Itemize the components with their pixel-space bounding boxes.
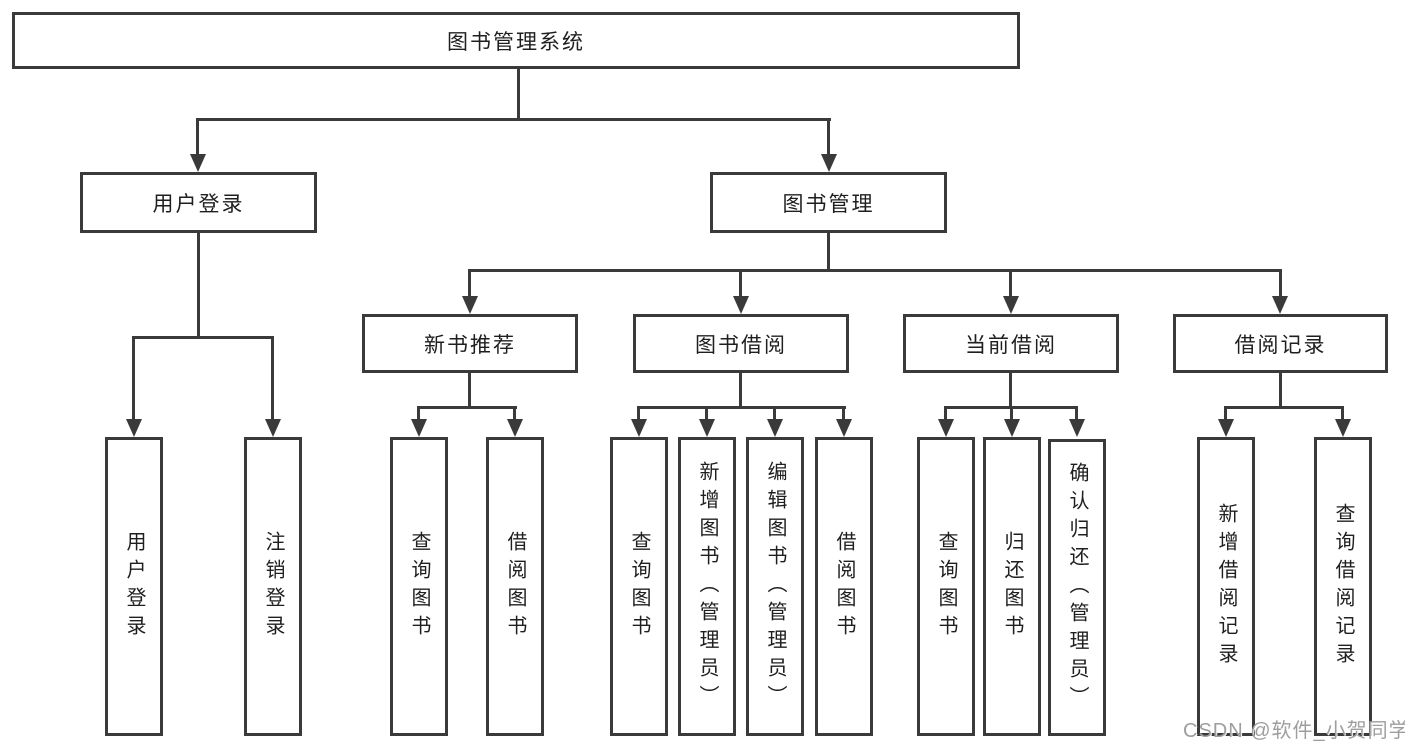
leaf-edit-books-admin-label: 编辑图书（管理员） bbox=[764, 460, 786, 713]
arrow-down-icon bbox=[733, 296, 749, 314]
leaf-borrow-books-recommend: 借阅图书 bbox=[486, 437, 544, 736]
node-book-management: 图书管理 bbox=[710, 172, 947, 233]
arrow-down-icon bbox=[265, 419, 281, 437]
leaf-logout: 注销登录 bbox=[244, 437, 302, 736]
connector-line bbox=[1224, 406, 1227, 421]
connector-line bbox=[637, 406, 846, 409]
arrow-down-icon bbox=[1272, 296, 1288, 314]
leaf-add-borrow-record-label: 新增借阅记录 bbox=[1215, 502, 1237, 671]
leaf-query-borrow-record-label: 查询借阅记录 bbox=[1332, 502, 1354, 671]
leaf-add-books-admin: 新增图书（管理员） bbox=[678, 437, 736, 736]
node-book-borrowing-label: 图书借阅 bbox=[695, 333, 787, 357]
arrow-down-icon bbox=[836, 419, 852, 437]
arrow-down-icon bbox=[767, 419, 783, 437]
connector-line bbox=[1224, 406, 1344, 409]
connector-line bbox=[739, 373, 742, 409]
node-borrowing-records-label: 借阅记录 bbox=[1234, 333, 1327, 357]
leaf-add-books-admin-label: 新增图书（管理员） bbox=[696, 460, 718, 713]
arrow-down-icon bbox=[631, 419, 647, 437]
leaf-query-books-current-label: 查询图书 bbox=[935, 530, 957, 643]
connector-line bbox=[1341, 406, 1344, 421]
leaf-borrow-books-recommend-label: 借阅图书 bbox=[504, 530, 526, 643]
node-current-borrowing: 当前借阅 bbox=[903, 314, 1119, 373]
connector-line bbox=[944, 406, 947, 421]
arrow-down-icon bbox=[1335, 419, 1351, 437]
leaf-query-borrow-record: 查询借阅记录 bbox=[1314, 437, 1372, 736]
connector-line bbox=[417, 406, 517, 409]
leaf-query-books-borrowing-label: 查询图书 bbox=[628, 530, 650, 643]
arrow-down-icon bbox=[1218, 419, 1234, 437]
node-current-borrowing-label: 当前借阅 bbox=[965, 333, 1057, 357]
connector-line bbox=[1279, 269, 1282, 297]
leaf-query-books-recommend-label: 查询图书 bbox=[408, 530, 430, 643]
arrow-down-icon bbox=[411, 419, 427, 437]
connector-line bbox=[705, 406, 708, 421]
connector-line bbox=[417, 406, 420, 421]
leaf-user-login-label: 用户登录 bbox=[123, 530, 145, 643]
node-library-system-label: 图书管理系统 bbox=[447, 30, 585, 54]
arrow-down-icon bbox=[507, 419, 523, 437]
leaf-borrow-books-borrowing: 借阅图书 bbox=[815, 437, 873, 736]
node-user-login: 用户登录 bbox=[80, 172, 317, 233]
connector-line bbox=[196, 118, 199, 155]
connector-line bbox=[827, 233, 830, 272]
connector-line bbox=[1279, 373, 1282, 409]
connector-line bbox=[132, 336, 274, 339]
connector-line bbox=[468, 269, 471, 297]
connector-line bbox=[773, 406, 776, 421]
leaf-return-books: 归还图书 bbox=[983, 437, 1041, 736]
connector-line bbox=[271, 336, 274, 420]
node-new-book-recommend: 新书推荐 bbox=[362, 314, 578, 373]
arrow-down-icon bbox=[938, 419, 954, 437]
connector-line bbox=[739, 269, 742, 297]
leaf-confirm-return-admin-label: 确认归还（管理员） bbox=[1066, 461, 1088, 714]
leaf-confirm-return-admin: 确认归还（管理员） bbox=[1048, 439, 1106, 736]
connector-line bbox=[517, 68, 520, 121]
leaf-edit-books-admin: 编辑图书（管理员） bbox=[746, 437, 804, 736]
node-library-system: 图书管理系统 bbox=[12, 12, 1020, 69]
connector-line bbox=[513, 406, 516, 421]
leaf-logout-label: 注销登录 bbox=[262, 530, 284, 643]
node-new-book-recommend-label: 新书推荐 bbox=[424, 333, 516, 357]
leaf-borrow-books-borrowing-label: 借阅图书 bbox=[833, 530, 855, 643]
connector-line bbox=[637, 406, 640, 421]
arrow-down-icon bbox=[821, 154, 837, 172]
arrow-down-icon bbox=[1069, 419, 1085, 437]
node-user-login-label: 用户登录 bbox=[152, 192, 245, 216]
connector-line bbox=[1009, 373, 1012, 409]
arrow-down-icon bbox=[190, 154, 206, 172]
arrow-down-icon bbox=[699, 419, 715, 437]
arrow-down-icon bbox=[462, 296, 478, 314]
connector-line bbox=[1010, 406, 1013, 421]
leaf-query-books-borrowing: 查询图书 bbox=[610, 437, 668, 736]
connector-line bbox=[1009, 269, 1012, 297]
connector-line bbox=[132, 336, 135, 420]
connector-line bbox=[827, 118, 830, 155]
leaf-user-login: 用户登录 bbox=[105, 437, 163, 736]
leaf-query-books-current: 查询图书 bbox=[917, 437, 975, 736]
connector-line bbox=[842, 406, 845, 421]
leaf-query-books-recommend: 查询图书 bbox=[390, 437, 448, 736]
connector-line bbox=[1075, 406, 1078, 421]
leaf-add-borrow-record: 新增借阅记录 bbox=[1197, 437, 1255, 736]
connector-line bbox=[196, 118, 831, 121]
node-book-borrowing: 图书借阅 bbox=[633, 314, 849, 373]
arrow-down-icon bbox=[1004, 419, 1020, 437]
connector-line bbox=[468, 269, 1282, 272]
node-book-management-label: 图书管理 bbox=[782, 192, 875, 216]
leaf-return-books-label: 归还图书 bbox=[1001, 530, 1023, 643]
connector-line bbox=[468, 373, 471, 409]
connector-line bbox=[197, 233, 200, 338]
csdn-watermark: CSDN @软件_小贺同学 bbox=[1183, 720, 1405, 742]
arrow-down-icon bbox=[1003, 296, 1019, 314]
arrow-down-icon bbox=[126, 419, 142, 437]
node-borrowing-records: 借阅记录 bbox=[1173, 314, 1388, 373]
